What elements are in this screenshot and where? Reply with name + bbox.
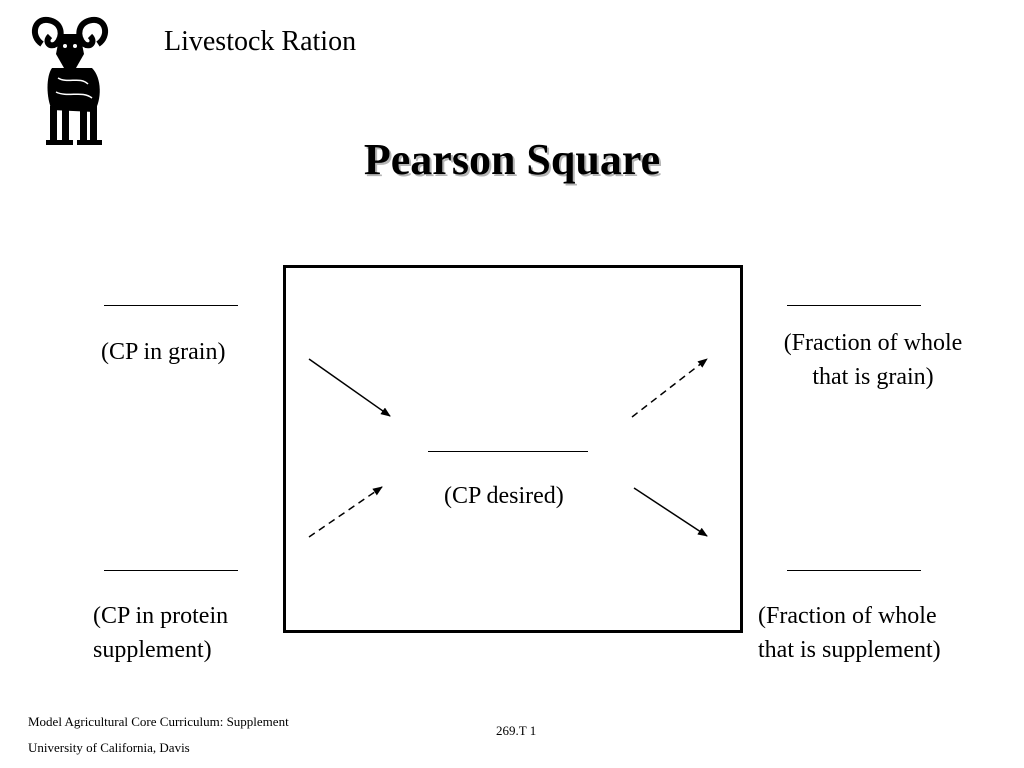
label-cp-desired: (CP desired) [444, 483, 564, 509]
label-line: supplement) [93, 637, 212, 663]
label-fraction-supplement: (Fraction of whole that is supplement) [758, 599, 941, 667]
label-fraction-grain: (Fraction of whole that is grain) [766, 326, 980, 394]
label-cp-in-grain: (CP in grain) [101, 339, 226, 365]
label-line: (Fraction of whole [783, 330, 963, 356]
label-line: that is grain) [812, 364, 934, 390]
pearson-square-box [283, 265, 743, 633]
blank-cp-grain [104, 305, 238, 306]
blank-fraction-supplement [787, 570, 921, 571]
blank-cp-desired [428, 451, 588, 452]
footer-university: University of California, Davis [28, 740, 190, 755]
footer-curriculum: Model Agricultural Core Curriculum: Supp… [28, 714, 289, 729]
label-line: (CP in protein [93, 603, 229, 629]
ram-icon [31, 16, 109, 145]
blank-fraction-grain [787, 305, 921, 306]
slide-title: Pearson Square [363, 135, 661, 184]
header-title: Livestock Ration [164, 26, 357, 57]
blank-cp-supplement [104, 570, 238, 571]
label-cp-in-protein-supplement: (CP in protein supplement) [93, 599, 228, 667]
label-line: that is supplement) [758, 637, 941, 663]
slide-number: 269.T 1 [496, 723, 537, 738]
label-line: (Fraction of whole [758, 603, 937, 629]
